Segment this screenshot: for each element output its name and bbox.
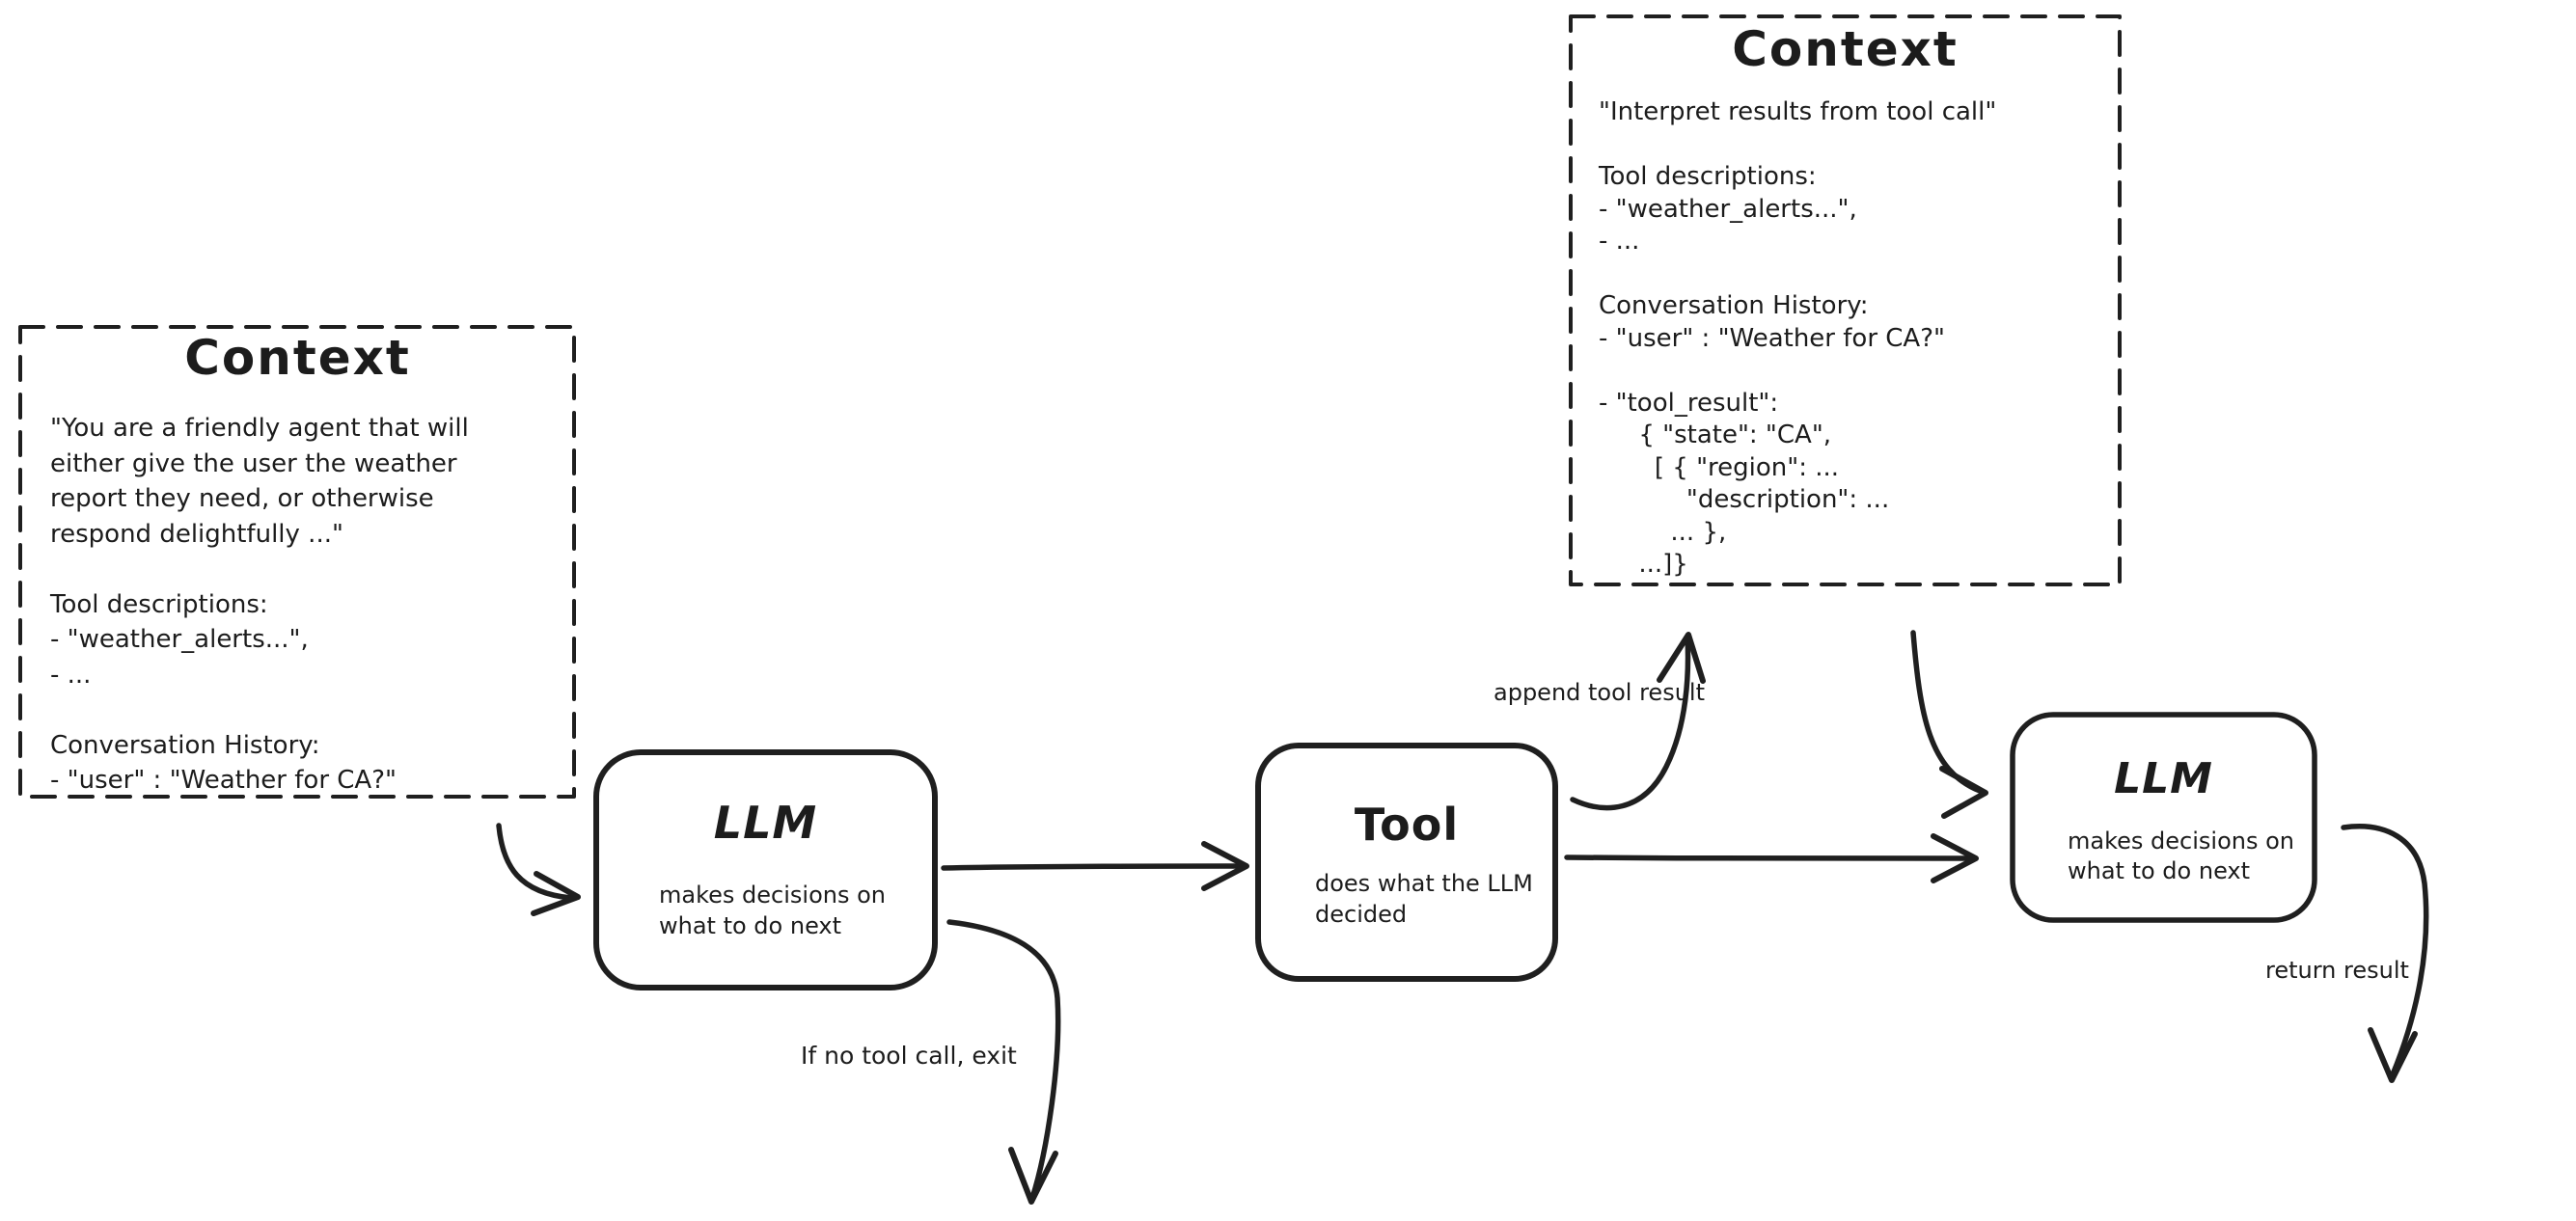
context-left-box — [18, 325, 576, 799]
arrow-context-to-second-llm — [1910, 630, 1988, 819]
context-right-box — [1569, 14, 2122, 586]
llm-second-subtitle: makes decisions on what to do next — [2068, 828, 2294, 884]
context-left-title: Context — [184, 330, 411, 386]
tool-title: Tool — [1354, 799, 1460, 851]
llm-first-subtitle: makes decisions on what to do next — [659, 882, 886, 939]
llm-second-title: LLM — [2114, 754, 2213, 803]
arrow-append-tool-result — [1570, 632, 1706, 811]
llm-second-box — [2010, 712, 2317, 923]
arrow-tool-to-llm — [1564, 833, 1979, 883]
label-return-result: return result — [2265, 957, 2409, 984]
llm-first-title: LLM — [713, 797, 818, 849]
label-if-no-tool-call-exit: If no tool call, exit — [801, 1042, 1017, 1070]
context-right-body: "Interpret results from tool call" Tool … — [1599, 97, 1997, 579]
context-right-title: Context — [1732, 21, 1959, 77]
arrow-exit-if-no-tool-call — [946, 919, 1061, 1205]
label-append-tool-result: append tool result — [1494, 679, 1705, 706]
arrow-context-to-llm — [496, 823, 581, 916]
arrow-llm-to-tool — [941, 841, 1249, 891]
llm-first-box — [593, 749, 938, 990]
tool-box — [1255, 743, 1558, 982]
tool-subtitle: does what the LLM decided — [1315, 870, 1533, 928]
arrow-return-result — [2341, 824, 2429, 1083]
context-left-body: "You are a friendly agent that will eith… — [50, 414, 469, 795]
